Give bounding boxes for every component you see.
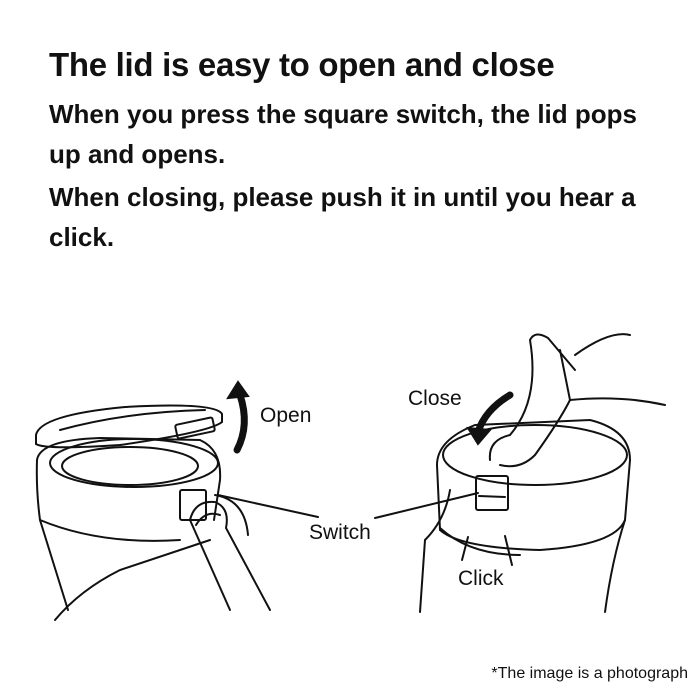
label-click: Click — [458, 567, 504, 590]
label-close: Close — [408, 387, 462, 410]
page-title: The lid is easy to open and close — [49, 46, 555, 83]
instruction-close: When closing, please push it in until yo… — [49, 182, 636, 252]
right-bottle-drawing — [374, 333, 666, 613]
footnote: *The image is a photograph — [491, 665, 688, 682]
instruction-open: When you press the square switch, the li… — [49, 99, 637, 169]
label-switch: Switch — [309, 521, 371, 544]
label-open: Open — [260, 404, 312, 427]
left-bottle-drawing — [35, 380, 319, 621]
